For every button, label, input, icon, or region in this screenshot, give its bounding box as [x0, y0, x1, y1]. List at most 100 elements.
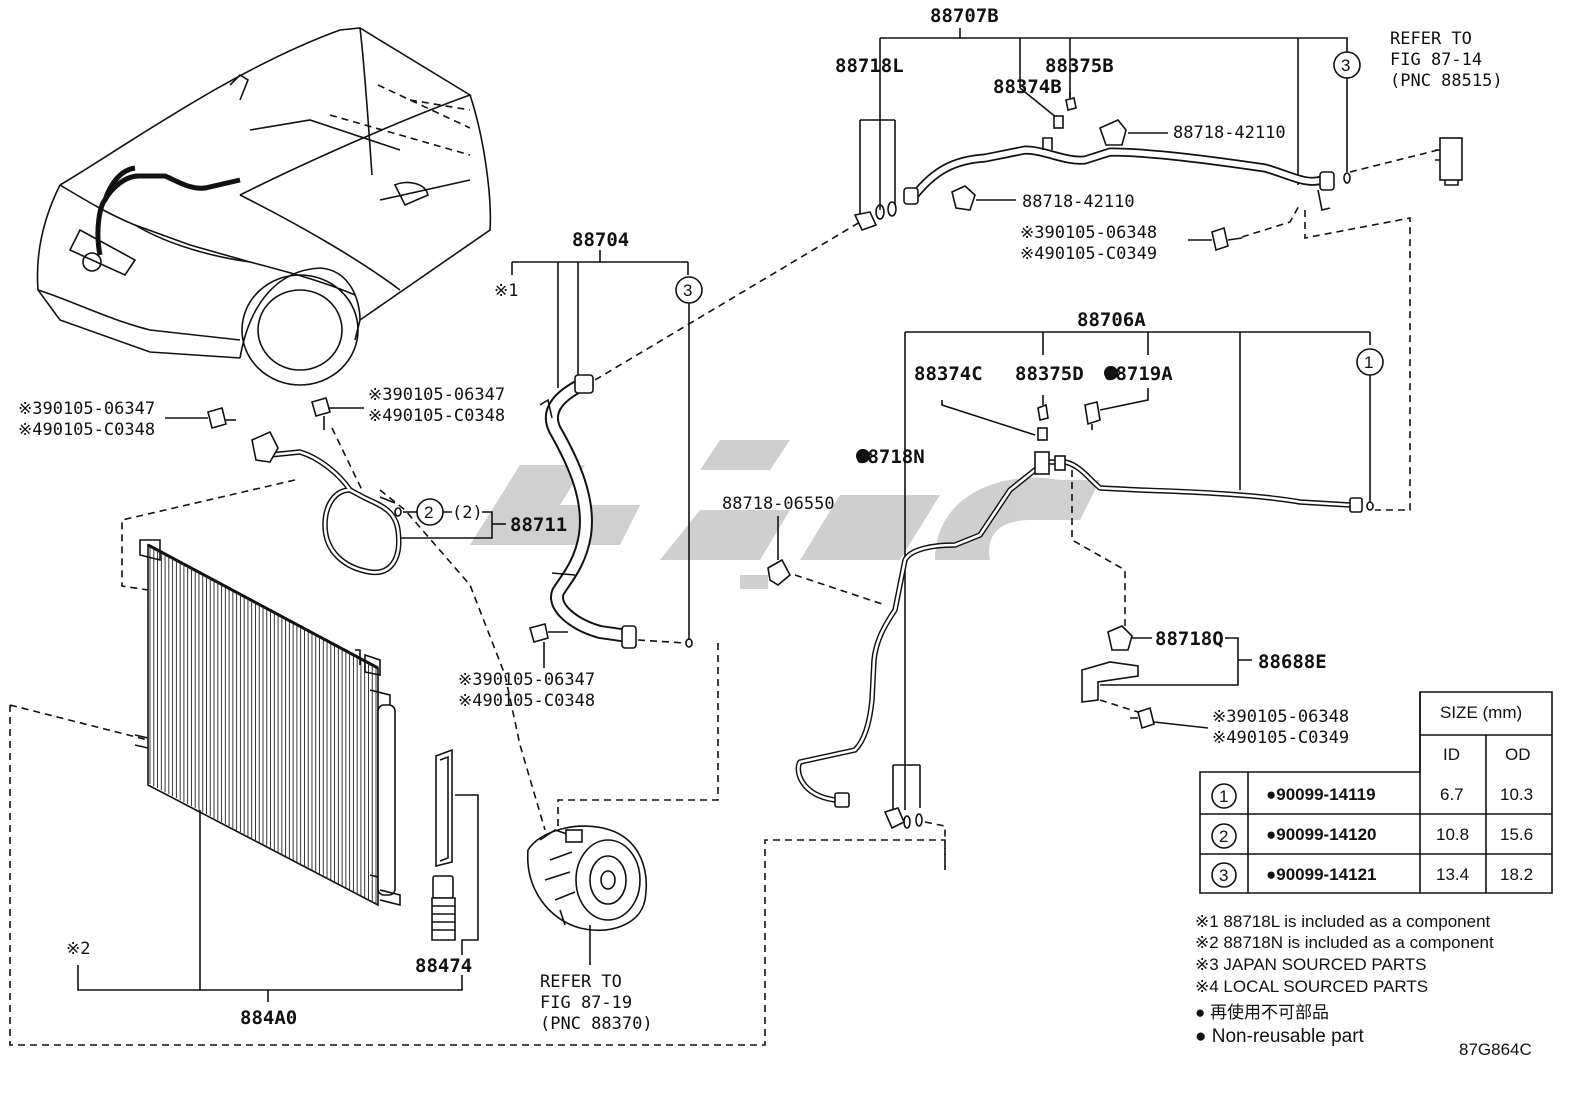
- size-row-1-num: 1: [1219, 787, 1228, 806]
- note-1: ※1 88718L is included as a component: [1195, 912, 1491, 931]
- nonreusable-dot-88718N: [856, 449, 870, 463]
- svg-text:※390105-06348: ※390105-06348: [1020, 223, 1157, 243]
- label-bracket-2: (2): [452, 503, 483, 523]
- bolt-label-left-side: ※390105-06347 ※490105-C0348: [18, 399, 155, 440]
- bolt-left-side: [165, 407, 236, 429]
- nonreusable-dot-88719A: [1104, 366, 1118, 380]
- label-88718-42110-b: 88718-42110: [1022, 192, 1135, 212]
- circle-2-88711: 2: [394, 498, 444, 526]
- pipe-88711: [121, 427, 546, 831]
- note-3: ※3 JAPAN SOURCED PARTS: [1195, 955, 1427, 974]
- svg-text:※490105-C0349: ※490105-C0349: [1212, 728, 1349, 748]
- ref-fig-87-19: REFER TO FIG 87-19 (PNC 88370): [540, 972, 653, 1034]
- size-row-3-od: 18.2: [1500, 865, 1533, 884]
- note-2: ※2 88718N is included as a component: [1195, 933, 1494, 952]
- svg-text:※390105-06347: ※390105-06347: [368, 385, 505, 405]
- label-88711: 88711: [510, 514, 567, 536]
- svg-text:2: 2: [424, 503, 433, 522]
- svg-text:※490105-C0349: ※490105-C0349: [1020, 244, 1157, 264]
- part-88515-valve: [1349, 137, 1463, 186]
- size-row-3-num: 3: [1219, 866, 1228, 885]
- pipe-88707B: [903, 137, 1335, 211]
- label-88719A: 88719A: [1104, 363, 1173, 385]
- vehicle-illustration: [36, 27, 492, 386]
- size-row-2-id: 10.8: [1436, 825, 1469, 844]
- bolt-label-left-upper: ※390105-06347 ※490105-C0348: [368, 385, 505, 426]
- label-88718-06550: 88718-06550: [722, 494, 835, 514]
- svg-text:(PNC 88515): (PNC 88515): [1390, 71, 1503, 91]
- part-88688E-bracket: [1081, 637, 1252, 703]
- label-88374B: 88374B: [993, 76, 1062, 98]
- tube-88706A: [795, 451, 1363, 808]
- marker-note-2: ※2: [66, 939, 90, 959]
- bolt-top-right: [1188, 203, 1411, 511]
- label-88718-42110-a: 88718-42110: [1173, 123, 1286, 143]
- bolt-mid-right: [1099, 699, 1209, 730]
- size-row-2-od: 15.6: [1500, 825, 1533, 844]
- label-88718Q: 88718Q: [1155, 628, 1224, 650]
- svg-text:FIG 87-19: FIG 87-19: [540, 993, 632, 1013]
- size-table-col-od: OD: [1505, 745, 1531, 764]
- size-row-2-part: ●90099-14120: [1266, 825, 1376, 844]
- size-row-3-part: ●90099-14121: [1266, 865, 1376, 884]
- part-88718-06550: [767, 516, 886, 606]
- part-88474: [431, 748, 479, 955]
- svg-text:REFER TO: REFER TO: [540, 972, 622, 992]
- svg-text:3: 3: [683, 281, 692, 300]
- svg-text:1: 1: [1364, 353, 1373, 372]
- condenser-884A0: [134, 539, 401, 907]
- compressor-88370: [527, 825, 647, 965]
- circle-3-top: 3: [1333, 51, 1361, 79]
- leader-884A0: [9, 704, 946, 1046]
- note-4: ※4 LOCAL SOURCED PARTS: [1195, 977, 1428, 996]
- label-88374C: 88374C: [914, 363, 983, 385]
- notes: ※1 88718L is included as a component ※2 …: [1195, 912, 1494, 1047]
- o-ring-3-top: [1343, 172, 1351, 184]
- part-88718-42110-a: [1098, 119, 1168, 146]
- circle-1-right: 1: [1356, 348, 1384, 511]
- label-88718N: 88718N: [856, 446, 925, 468]
- svg-text:※490105-C0348: ※490105-C0348: [18, 420, 155, 440]
- circle-3-88704: 3: [675, 276, 703, 648]
- size-row-1-part: ●90099-14119: [1266, 785, 1376, 804]
- svg-text:※390105-06347: ※390105-06347: [458, 670, 595, 690]
- figure-id: 87G864C: [1459, 1040, 1532, 1059]
- svg-text:※390105-06348: ※390105-06348: [1212, 707, 1349, 727]
- svg-text:REFER TO: REFER TO: [1390, 29, 1472, 49]
- label-88474: 88474: [415, 955, 472, 977]
- dashed-to-compressor: [557, 643, 719, 830]
- bolt-label-top-right: ※390105-06348 ※490105-C0349: [1020, 223, 1157, 264]
- bolt-label-mid-right: ※390105-06348 ※490105-C0349: [1212, 707, 1349, 748]
- size-row-1-od: 10.3: [1500, 785, 1533, 804]
- svg-text:※490105-C0348: ※490105-C0348: [458, 691, 595, 711]
- bolt-label-center: ※390105-06347 ※490105-C0348: [458, 670, 595, 711]
- label-88375D: 88375D: [1015, 363, 1084, 385]
- part-88719A-sensor: [1084, 388, 1149, 430]
- svg-text:※490105-C0348: ※490105-C0348: [368, 406, 505, 426]
- note-6: ● Non-reusable part: [1195, 1026, 1365, 1047]
- label-88704: 88704: [572, 229, 629, 251]
- label-88375B: 88375B: [1045, 55, 1114, 77]
- label-88707B: 88707B: [930, 5, 999, 27]
- svg-text:FIG 87-14: FIG 87-14: [1390, 50, 1482, 70]
- label-88688E: 88688E: [1258, 651, 1327, 673]
- ref-fig-87-14: REFER TO FIG 87-14 (PNC 88515): [1390, 29, 1503, 91]
- part-88718-42110-b: [951, 185, 1016, 211]
- size-table-header: SIZE (mm): [1440, 703, 1522, 722]
- leader-88707B: [879, 28, 1348, 185]
- part-88374C-88375D: [941, 395, 1049, 441]
- part-88718N-fitting: [883, 764, 946, 870]
- svg-text:※390105-06347: ※390105-06347: [18, 399, 155, 419]
- label-884A0: 884A0: [240, 1007, 297, 1029]
- svg-text:(PNC 88370): (PNC 88370): [540, 1014, 653, 1034]
- part-88374B: [1019, 87, 1077, 129]
- hose-88704: [539, 221, 861, 649]
- note-5: ● 再使用不可部品: [1195, 1002, 1329, 1022]
- bolt-center: [529, 623, 568, 668]
- size-row-2-num: 2: [1219, 827, 1228, 846]
- svg-text:3: 3: [1341, 56, 1350, 75]
- marker-note-1: ※1: [494, 281, 518, 301]
- size-table: SIZE (mm) ID OD 1 ●90099-14119 6.7 10.3 …: [1199, 691, 1553, 894]
- label-88706A: 88706A: [1077, 309, 1146, 331]
